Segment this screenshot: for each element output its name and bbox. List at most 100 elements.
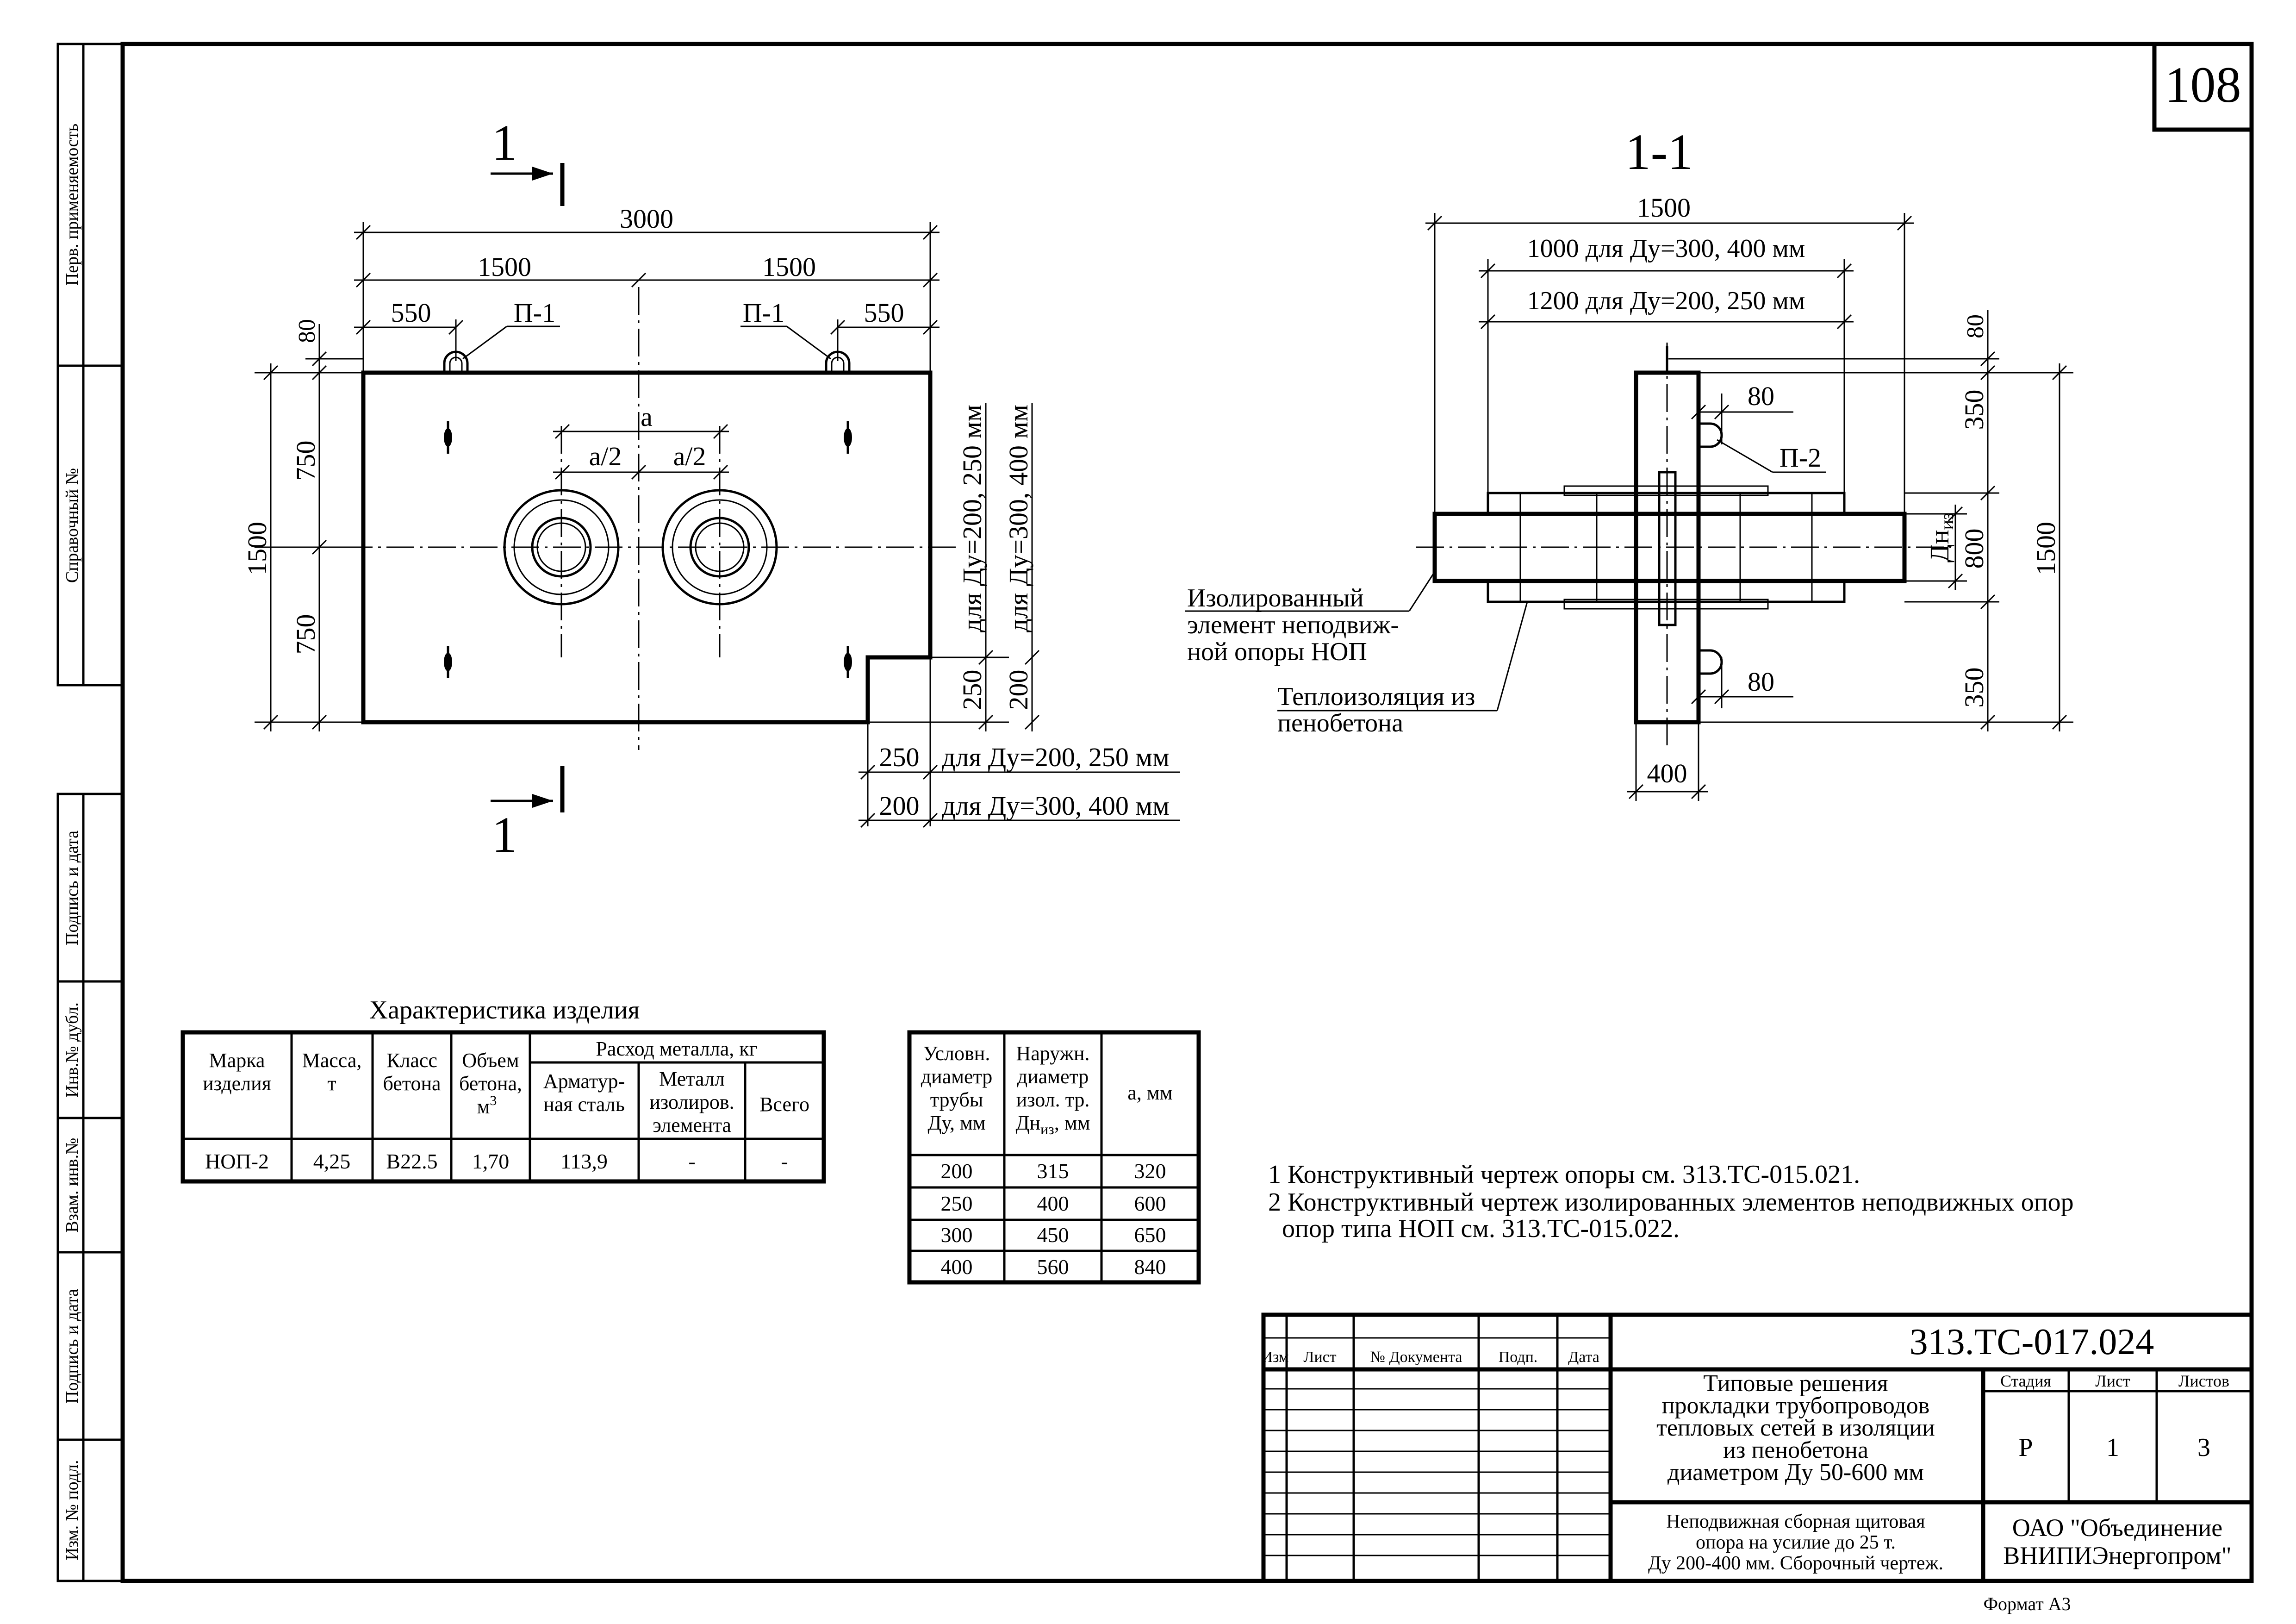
callout-1-line1: Изолированный bbox=[1187, 584, 1364, 612]
dia-h-outer-1: Наружн. bbox=[1016, 1042, 1089, 1065]
char-h-rebar-1: Арматур- bbox=[543, 1070, 625, 1093]
dim-80-section: 80 bbox=[1962, 314, 1989, 338]
note-1: 1 Конструктивный чертеж опоры см. 313.ТС… bbox=[1268, 1160, 1860, 1189]
char-h-metal: Расход металла, кг bbox=[596, 1037, 757, 1060]
tb-document-code: 313.ТС-017.024 bbox=[1910, 1322, 2154, 1362]
section-mark-bottom-label: 1 bbox=[492, 806, 517, 863]
insulated-element bbox=[1432, 471, 1907, 626]
dim-1500-section-top: 1500 bbox=[1637, 193, 1691, 223]
char-h-metal-iso-1: Металл bbox=[659, 1068, 725, 1090]
section-marker-top: 1 bbox=[491, 114, 565, 206]
tb-title-line-4: из пенобетона bbox=[1723, 1437, 1868, 1463]
loop-offset-dims: 80 80 bbox=[1691, 381, 1793, 708]
char-h-metal-iso-3: элемента bbox=[653, 1114, 731, 1137]
dim-550-left: 550 bbox=[391, 298, 431, 328]
tb-col-list: Лист bbox=[1303, 1349, 1336, 1366]
dim-1500-section-right: 1500 bbox=[2031, 522, 2061, 575]
note-horizontal-200-250: для Ду=200, 250 мм bbox=[942, 742, 1170, 772]
tb-title-line-5: диаметром Ду 50-600 мм bbox=[1668, 1459, 1924, 1486]
dia-cell: 450 bbox=[1037, 1223, 1069, 1247]
dia-cell: 315 bbox=[1037, 1159, 1069, 1183]
dia-h-outer-4: Дниз, мм bbox=[1015, 1112, 1090, 1137]
note-2: 2 Конструктивный чертеж изолированных эл… bbox=[1268, 1188, 2074, 1217]
dim-250-horizontal: 250 bbox=[879, 742, 920, 772]
tb-sheet-label: Лист bbox=[2095, 1372, 2130, 1390]
char-table-title: Характеристика изделия bbox=[369, 996, 640, 1024]
tb-subtitle-line-1: Неподвижная сборная щитовая bbox=[1666, 1511, 1925, 1532]
tb-org-line-2: ВНИПИЭнергопром" bbox=[2003, 1542, 2231, 1569]
section-dimensions-right: 80 350 800 350 1500 Дниз bbox=[1668, 310, 2073, 731]
plan-dimensions-a: а а/2 а/2 bbox=[553, 402, 729, 480]
diameter-table: Условн. диаметр трубы Ду, мм Наружн. диа… bbox=[907, 1030, 1201, 1285]
side-vzam-inv: Взам. инв.№ bbox=[62, 1138, 82, 1233]
tb-title-line-3: тепловых сетей в изоляции bbox=[1656, 1415, 1935, 1441]
side-stamp: Перв. применяемость Справочный № Подпись… bbox=[56, 43, 124, 1582]
dim-350-bottom: 350 bbox=[1959, 668, 1989, 708]
side-inv-podl: Изм. № подл. bbox=[62, 1460, 82, 1561]
tb-subtitle-line-3: Ду 200-400 мм. Сборочный чертеж. bbox=[1648, 1553, 1943, 1574]
dim-a: а bbox=[641, 402, 653, 432]
callout-1-line2: элемент неподвиж- bbox=[1187, 611, 1399, 639]
plan-dimensions-left: 1500 80 750 750 bbox=[242, 319, 363, 731]
tb-subtitle-line-2: опора на усилие до 25 т. bbox=[1696, 1532, 1896, 1553]
dia-h-cond-4: Ду, мм bbox=[927, 1112, 985, 1134]
dim-80-plan: 80 bbox=[294, 319, 320, 343]
characteristic-table: Характеристика изделия Марка изделия Мас… bbox=[180, 996, 826, 1184]
char-h-class-2: бетона bbox=[383, 1072, 441, 1095]
p2-label: П-2 bbox=[1780, 443, 1821, 473]
plan-dimensions-right: 250 200 для Ду=200, 250 мм для Ду=300, 4… bbox=[868, 403, 1040, 731]
tb-title-line-1: Типовые решения bbox=[1703, 1370, 1888, 1397]
note-horizontal-300-400: для Ду=300, 400 мм bbox=[942, 791, 1170, 821]
section-dimensions-top: 1500 1000 для Ду=300, 400 мм 1200 для Ду… bbox=[1425, 193, 1914, 514]
dim-3000: 3000 bbox=[620, 204, 673, 234]
dia-cell: 600 bbox=[1134, 1192, 1166, 1215]
char-cell-rebar: 113,9 bbox=[560, 1149, 608, 1173]
dim-200-vertical: 200 bbox=[1003, 670, 1033, 710]
dia-cell: 250 bbox=[941, 1192, 973, 1215]
side-sprav-no: Справочный № bbox=[62, 468, 82, 583]
lifting-loop-p2: П-2 bbox=[1699, 422, 1826, 675]
dn-label: Дниз bbox=[1924, 512, 1957, 562]
pipe-opening-left bbox=[503, 489, 620, 606]
side-perv-primen: Перв. применяемость bbox=[62, 124, 82, 286]
tb-sheet: 1 bbox=[2106, 1433, 2119, 1462]
plan-dimensions-top: 3000 1500 1500 550 550 bbox=[354, 204, 940, 373]
tb-col-podp: Подп. bbox=[1499, 1349, 1538, 1366]
dia-cell: 840 bbox=[1134, 1255, 1166, 1279]
char-h-metal-iso-2: изолиров. bbox=[649, 1091, 734, 1113]
pipe-opening-right bbox=[661, 489, 778, 606]
callout-1-line3: ной опоры НОП bbox=[1187, 637, 1367, 666]
notes: 1 Конструктивный чертеж опоры см. 313.ТС… bbox=[1268, 1160, 2074, 1243]
char-h-mark-2: изделия bbox=[203, 1072, 271, 1095]
callout-insulation: Теплоизоляция из пенобетона bbox=[1277, 601, 1528, 737]
char-h-volume-2: бетона, bbox=[459, 1072, 522, 1095]
char-h-mark-1: Марка bbox=[209, 1049, 265, 1072]
dia-cell: 300 bbox=[941, 1223, 973, 1247]
char-cell-total: - bbox=[781, 1149, 788, 1173]
side-podpis-data-2: Подпись и дата bbox=[62, 1289, 82, 1404]
tb-stage: Р bbox=[2018, 1433, 2033, 1462]
dim-1500-left: 1500 bbox=[478, 252, 531, 282]
plan-dimensions-bottom: 250 для Ду=200, 250 мм 200 для Ду=300, 4… bbox=[859, 657, 1180, 828]
char-cell-volume: 1,70 bbox=[472, 1149, 510, 1173]
char-cell-mass: 4,25 bbox=[313, 1149, 351, 1173]
note-1000: 1000 для Ду=300, 400 мм bbox=[1527, 234, 1805, 263]
note-vertical-200-250: для Ду=200, 250 мм bbox=[957, 405, 987, 632]
tb-col-izm: Изм bbox=[1261, 1349, 1288, 1366]
dim-80-loop-bottom: 80 bbox=[1748, 667, 1774, 697]
lifting-loop-right: П-1 bbox=[740, 298, 851, 373]
sheet-number-box bbox=[2152, 42, 2254, 132]
tb-col-data: Дата bbox=[1568, 1349, 1599, 1366]
dia-h-a: а, мм bbox=[1127, 1081, 1172, 1104]
tb-col-doc: № Документа bbox=[1370, 1349, 1462, 1366]
dim-400: 400 bbox=[1647, 758, 1687, 788]
dim-200-horizontal: 200 bbox=[879, 791, 920, 821]
dim-a2-left: а/2 bbox=[589, 441, 622, 471]
dim-750-bottom: 750 bbox=[291, 614, 321, 655]
plan-view: 1 1 bbox=[242, 114, 1180, 863]
dim-550-right: 550 bbox=[864, 298, 904, 328]
note-3: опор типа НОП см. 313.ТС-015.022. bbox=[1282, 1214, 1680, 1243]
side-inv-dubl: Инв.№ дубл. bbox=[62, 1002, 82, 1098]
dia-h-cond-2: диаметр bbox=[921, 1065, 993, 1088]
lifting-loop-left: П-1 bbox=[443, 298, 560, 373]
